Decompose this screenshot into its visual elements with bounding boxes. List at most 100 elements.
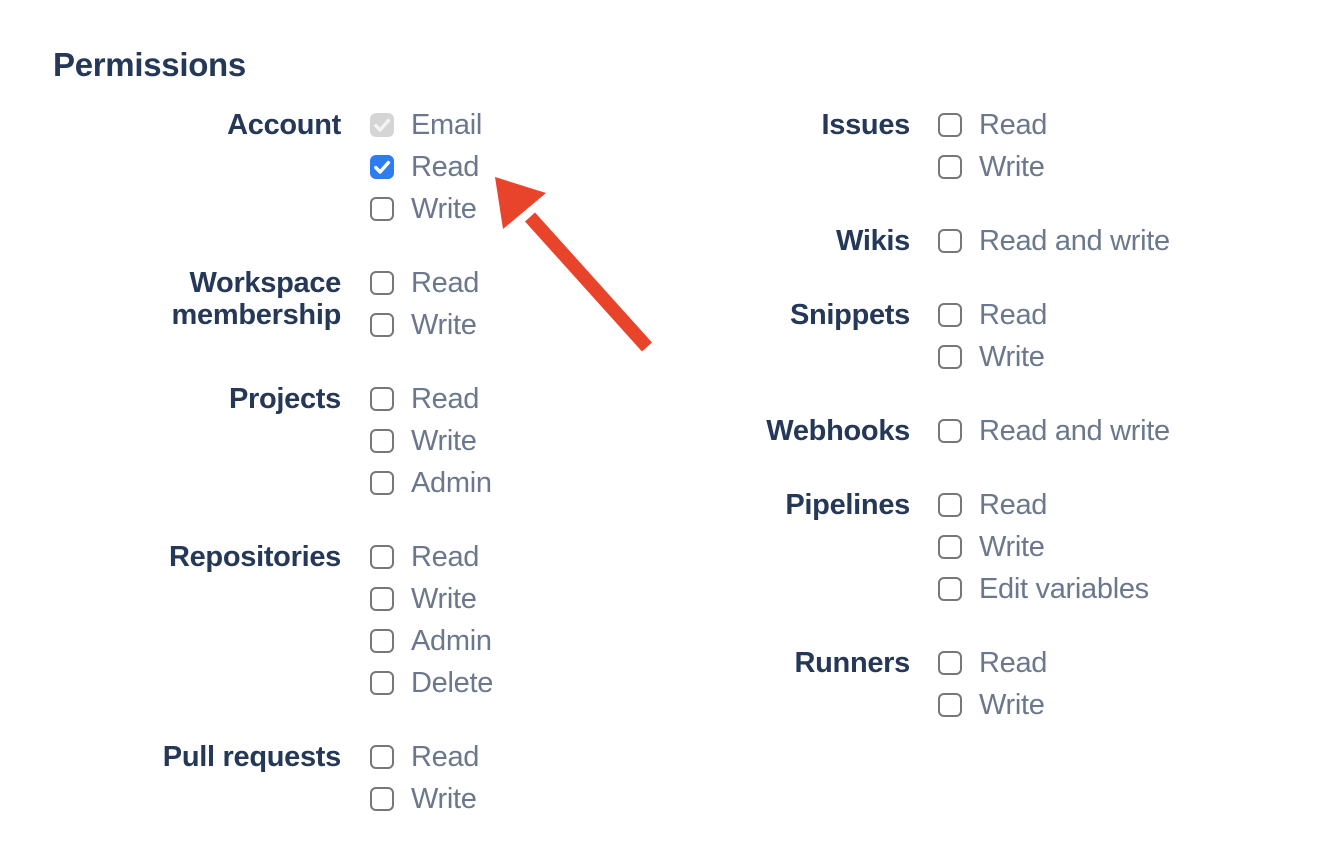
permission-option-label: Read — [979, 108, 1048, 141]
permission-option-repositories-admin[interactable]: Admin — [370, 620, 493, 662]
permission-group-label: Workspace membership — [171, 267, 342, 331]
checkbox-projects-write[interactable] — [370, 429, 394, 453]
permission-option-label: Admin — [411, 624, 492, 657]
permission-option-pipelines-write[interactable]: Write — [938, 526, 1149, 568]
permission-option-issues-read[interactable]: Read — [938, 104, 1047, 146]
checkbox-snippets-read[interactable] — [938, 303, 962, 327]
permission-option-projects-admin[interactable]: Admin — [370, 462, 492, 504]
checkbox-runners-read[interactable] — [938, 651, 962, 675]
permission-group-label: Pull requests — [162, 741, 342, 773]
checkbox-webhooks-read-and-write[interactable] — [938, 419, 962, 443]
permission-option-pull-requests-read[interactable]: Read — [370, 736, 479, 778]
checkbox-pipelines-write[interactable] — [938, 535, 962, 559]
permission-option-label: Write — [411, 582, 477, 615]
permission-group-webhooks: Webhooks Read and write — [700, 410, 1170, 452]
checkbox-account-write[interactable] — [370, 197, 394, 221]
checkbox-projects-read[interactable] — [370, 387, 394, 411]
permission-option-workspace-membership-write[interactable]: Write — [370, 304, 479, 346]
permission-option-runners-read[interactable]: Read — [938, 642, 1047, 684]
permission-option-label: Write — [979, 150, 1045, 183]
arrow-head — [495, 177, 546, 229]
checkbox-repositories-write[interactable] — [370, 587, 394, 611]
permission-option-label: Email — [411, 108, 483, 141]
checkbox-account-read[interactable] — [370, 155, 394, 179]
checkbox-projects-admin[interactable] — [370, 471, 394, 495]
permission-group-label: Webhooks — [766, 415, 910, 447]
permission-option-repositories-read[interactable]: Read — [370, 536, 493, 578]
checkbox-account-email — [370, 113, 394, 137]
permission-option-label: Read — [411, 540, 480, 573]
permission-option-label: Read — [979, 298, 1048, 331]
permission-options: Read and write — [938, 220, 1170, 262]
checkbox-snippets-write[interactable] — [938, 345, 962, 369]
permission-group-label: Wikis — [836, 225, 910, 257]
permission-option-label: Read and write — [979, 414, 1170, 447]
check-icon — [374, 118, 391, 132]
permission-option-snippets-read[interactable]: Read — [938, 294, 1047, 336]
permission-option-runners-write[interactable]: Write — [938, 684, 1047, 726]
permission-option-label: Write — [411, 192, 477, 225]
checkbox-repositories-read[interactable] — [370, 545, 394, 569]
permission-group-label: Issues — [821, 109, 911, 141]
permissions-heading: Permissions — [53, 46, 246, 83]
checkbox-issues-read[interactable] — [938, 113, 962, 137]
permission-option-pipelines-edit-variables[interactable]: Edit variables — [938, 568, 1149, 610]
checkbox-repositories-delete[interactable] — [370, 671, 394, 695]
permission-option-projects-read[interactable]: Read — [370, 378, 492, 420]
permission-group-wikis: Wikis Read and write — [700, 220, 1170, 262]
permission-group-label: Snippets — [789, 299, 910, 331]
permission-option-snippets-write[interactable]: Write — [938, 336, 1047, 378]
checkbox-pull-requests-read[interactable] — [370, 745, 394, 769]
permission-option-label: Write — [411, 424, 477, 457]
permission-option-label: Read — [979, 646, 1048, 679]
checkbox-repositories-admin[interactable] — [370, 629, 394, 653]
checkbox-pull-requests-write[interactable] — [370, 787, 394, 811]
permission-option-label: Admin — [411, 466, 492, 499]
permission-option-account-write[interactable]: Write — [370, 188, 482, 230]
permission-option-projects-write[interactable]: Write — [370, 420, 492, 462]
permission-option-workspace-membership-read[interactable]: Read — [370, 262, 479, 304]
arrow-shaft — [524, 212, 653, 352]
permission-option-repositories-write[interactable]: Write — [370, 578, 493, 620]
checkbox-workspace-membership-write[interactable] — [370, 313, 394, 337]
checkbox-workspace-membership-read[interactable] — [370, 271, 394, 295]
permission-option-webhooks-read-and-write[interactable]: Read and write — [938, 410, 1170, 452]
permission-group-label: Projects — [228, 383, 341, 415]
permission-option-account-read[interactable]: Read — [370, 146, 482, 188]
permission-option-pipelines-read[interactable]: Read — [938, 484, 1149, 526]
annotation-arrow-icon — [495, 177, 653, 352]
permission-option-label: Write — [411, 308, 477, 341]
permission-option-wikis-read-and-write[interactable]: Read and write — [938, 220, 1170, 262]
permission-option-label: Read — [411, 150, 480, 183]
permission-options: Read and write — [938, 410, 1170, 452]
permission-option-pull-requests-write[interactable]: Write — [370, 778, 479, 820]
permission-group-label: Pipelines — [785, 489, 910, 521]
checkbox-issues-write[interactable] — [938, 155, 962, 179]
checkbox-runners-write[interactable] — [938, 693, 962, 717]
permission-group-label: Runners — [794, 647, 910, 679]
permission-option-issues-write[interactable]: Write — [938, 146, 1047, 188]
checkbox-pipelines-read[interactable] — [938, 493, 962, 517]
check-icon — [374, 160, 391, 174]
checkbox-pipelines-edit-variables[interactable] — [938, 577, 962, 601]
permission-option-label: Read — [411, 382, 480, 415]
permission-option-label: Read and write — [979, 224, 1170, 257]
permission-option-label: Write — [979, 340, 1045, 373]
permission-group-label: Repositories — [168, 541, 341, 573]
checkbox-wikis-read-and-write[interactable] — [938, 229, 962, 253]
permission-option-repositories-delete[interactable]: Delete — [370, 662, 493, 704]
